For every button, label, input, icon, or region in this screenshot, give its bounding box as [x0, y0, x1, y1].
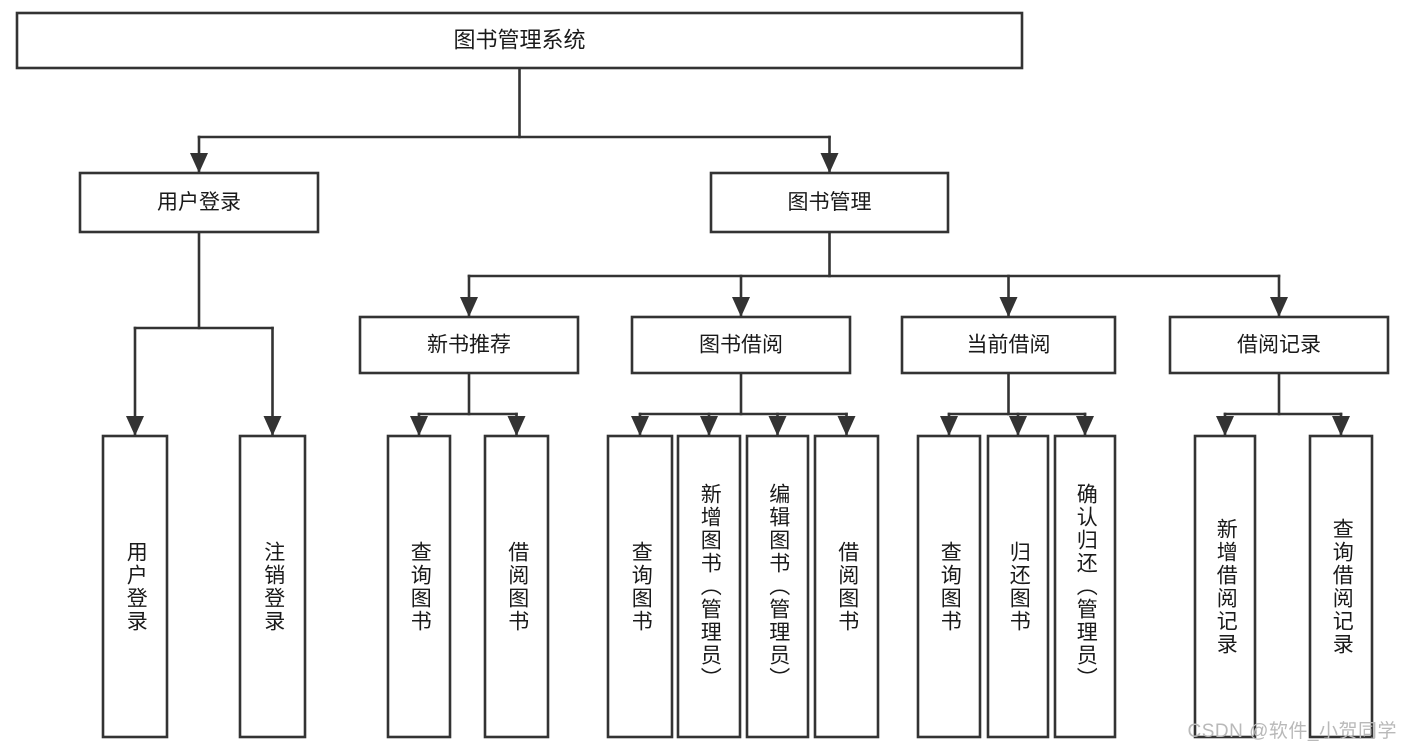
- arrow-head-borrow-leaf-0: [631, 416, 649, 436]
- arrow-head-user-leaf-1: [263, 416, 282, 436]
- arrow-head-level3-2: [999, 297, 1018, 317]
- node-label-level3-0: 新书推荐: [427, 334, 511, 357]
- node-box-leaf-6[interactable]: [745, 434, 810, 739]
- arrow-head-newbook-leaf-0: [410, 416, 428, 436]
- node-box-leaf-4[interactable]: [606, 434, 674, 739]
- node-label-level2-0: 用户登录: [157, 191, 241, 214]
- arrow-head-level3-3: [1270, 297, 1288, 317]
- node-box-leaf-10[interactable]: [1053, 434, 1117, 739]
- node-label-root: 图书管理系统: [453, 27, 585, 52]
- node-box-level3-3[interactable]: [1168, 315, 1390, 375]
- node-box-leaf-7[interactable]: [813, 434, 880, 739]
- arrow-head-borrow-leaf-3: [837, 416, 856, 436]
- node-label-level3-1: 图书借阅: [699, 334, 783, 357]
- arrow-head-current-leaf-0: [940, 416, 958, 436]
- node-box-level2-1[interactable]: [709, 171, 950, 234]
- arrow-head-level2-1: [820, 153, 839, 173]
- node-box-leaf-5[interactable]: [676, 434, 742, 739]
- node-box-leaf-8[interactable]: [916, 434, 982, 739]
- arrow-head-level2-0: [190, 153, 208, 173]
- node-box-level3-0[interactable]: [358, 315, 580, 375]
- node-box-level3-1[interactable]: [630, 315, 852, 375]
- connectors-layer: [126, 66, 1350, 436]
- arrow-head-current-leaf-2: [1076, 416, 1094, 436]
- node-box-leaf-9[interactable]: [986, 434, 1050, 739]
- node-box-level2-0[interactable]: [78, 171, 320, 234]
- arrow-head-borrow-leaf-2: [768, 416, 787, 436]
- arrow-head-record-leaf-0: [1216, 416, 1234, 436]
- arrow-head-level3-0: [460, 297, 478, 317]
- node-label-level3-3: 借阅记录: [1237, 334, 1321, 357]
- arrow-head-user-leaf-0: [126, 416, 144, 436]
- node-box-leaf-3[interactable]: [483, 434, 550, 739]
- node-box-leaf-12[interactable]: [1308, 434, 1374, 739]
- node-label-level3-2: 当前借阅: [967, 334, 1051, 357]
- node-box-leaf-0[interactable]: [101, 434, 169, 739]
- arrow-head-record-leaf-1: [1332, 416, 1350, 436]
- watermark-text: CSDN @软件_小贺同学: [1187, 721, 1397, 742]
- node-box-level3-2[interactable]: [900, 315, 1117, 375]
- node-box-leaf-2[interactable]: [386, 434, 452, 739]
- arrow-head-borrow-leaf-1: [700, 416, 718, 436]
- arrow-head-level3-1: [732, 297, 750, 317]
- node-label-level2-1: 图书管理: [788, 191, 872, 214]
- arrow-head-newbook-leaf-1: [507, 416, 526, 436]
- boxes-layer: [15, 11, 1390, 739]
- arrow-head-current-leaf-1: [1009, 416, 1027, 436]
- node-box-root[interactable]: [15, 11, 1024, 70]
- node-box-leaf-1[interactable]: [238, 434, 307, 739]
- node-box-leaf-11[interactable]: [1193, 434, 1257, 739]
